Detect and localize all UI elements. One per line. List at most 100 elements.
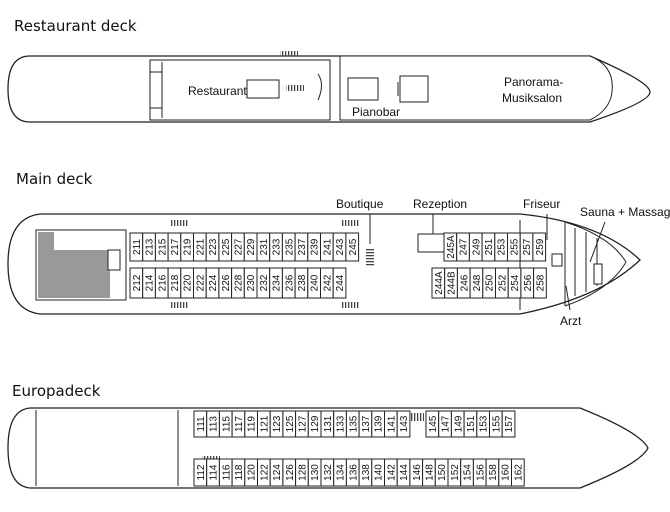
- cabin-number: 142: [386, 464, 397, 481]
- cabin-box: [511, 458, 525, 487]
- cabin-number: 242: [322, 274, 333, 291]
- cabin-number: 152: [450, 464, 461, 481]
- cabin-number: 119: [247, 416, 258, 432]
- cabin-number: 239: [310, 238, 321, 255]
- cabin-number: 145: [428, 415, 439, 432]
- cabin-box: [501, 410, 516, 438]
- pianobar-label: Pianobar: [352, 105, 400, 119]
- cabin-number: 155: [491, 415, 502, 432]
- main-deck-title: Main deck: [16, 170, 93, 188]
- cabin-number: 111: [196, 416, 207, 432]
- cabin-number: 254: [510, 274, 521, 291]
- cabin-number: 151: [466, 415, 477, 432]
- cabin-number: 129: [310, 415, 321, 432]
- cabin-number: 231: [259, 238, 270, 255]
- cabin-number: 214: [145, 274, 156, 291]
- cabin-number: 118: [234, 464, 245, 480]
- cabin-number: 220: [183, 274, 194, 291]
- cabin-number: 127: [297, 415, 308, 432]
- cabin-number: 157: [504, 415, 515, 432]
- cabin-number: 123: [272, 415, 283, 432]
- cabin-number: 131: [323, 415, 334, 432]
- cabin-number: 240: [310, 274, 321, 291]
- cabin-number: 228: [233, 274, 244, 291]
- arzt-label: Arzt: [560, 314, 582, 328]
- cabin-number: 160: [501, 464, 512, 481]
- cabin-box: [532, 232, 547, 262]
- cabin-number: 255: [509, 238, 520, 255]
- cabin-number: 116: [221, 464, 232, 480]
- cabin-number: 156: [475, 464, 486, 481]
- cabin-number: 140: [374, 464, 385, 481]
- restaurant-label: Restaurant: [188, 84, 247, 98]
- cabin-number: 147: [441, 415, 452, 432]
- cabin-number: 244A: [434, 271, 445, 295]
- cabin-number: 245A: [446, 235, 457, 259]
- cabin-number: 120: [247, 464, 258, 481]
- panorama-label-line1: Panorama-: [504, 75, 563, 89]
- cabin-number: 216: [157, 274, 168, 291]
- cabin-number: 227: [233, 238, 244, 255]
- cabin-number: 133: [336, 415, 347, 432]
- cabin-number: 241: [322, 238, 333, 255]
- cabin-number: 237: [297, 238, 308, 255]
- cabin-number: 136: [348, 464, 359, 481]
- cabin-number: 236: [284, 274, 295, 291]
- cabin-number: 224: [208, 274, 219, 291]
- cabin-number: 122: [259, 464, 270, 481]
- rezeption-label: Rezeption: [413, 197, 467, 211]
- cabin-number: 230: [246, 274, 257, 291]
- restaurant-deck-title: Restaurant deck: [14, 17, 137, 35]
- cabin-number: 232: [259, 274, 270, 291]
- cabin-number: 253: [497, 238, 508, 255]
- cabin-number: 134: [336, 464, 347, 481]
- cabin-number: 256: [523, 274, 534, 291]
- cabin-number: 146: [412, 464, 423, 481]
- cabin-number: 249: [471, 238, 482, 255]
- cabin-number: 257: [522, 238, 533, 255]
- cabin-number: 150: [437, 464, 448, 481]
- cabin-number: 217: [170, 238, 181, 255]
- cabin-number: 234: [272, 274, 283, 291]
- cabin-number: 124: [272, 464, 283, 481]
- cabin-box: [396, 410, 411, 438]
- cabin-number: 243: [335, 238, 346, 255]
- panorama-label-line2: Musiksalon: [502, 91, 562, 105]
- cabin-number: 126: [285, 464, 296, 481]
- cabin-number: 112: [196, 464, 207, 480]
- cabin-number: 154: [463, 464, 474, 481]
- cabin-number: 141: [386, 415, 397, 432]
- cabin-number: 213: [145, 238, 156, 255]
- cabin-number: 211: [132, 239, 143, 255]
- friseur-label: Friseur: [523, 197, 560, 211]
- cabin-number: 153: [479, 415, 490, 432]
- cabin-number: 235: [284, 238, 295, 255]
- cabin-number: 218: [170, 274, 181, 291]
- cabin-number: 139: [374, 415, 385, 432]
- stair-grille: [280, 51, 304, 91]
- cabin-number: 148: [424, 464, 435, 481]
- cabin-number: 246: [459, 274, 470, 291]
- cabin-number: 219: [183, 238, 194, 255]
- cabin-number: 158: [488, 464, 499, 481]
- cabin-number: 252: [497, 274, 508, 291]
- cabin-number: 117: [234, 416, 245, 432]
- cabin-number: 259: [535, 238, 546, 255]
- cabin-number: 215: [157, 238, 168, 255]
- cabin-number: 244B: [447, 271, 458, 295]
- cabin-number: 222: [195, 274, 206, 291]
- cabin-number: 233: [272, 238, 283, 255]
- cabin-number: 125: [285, 415, 296, 432]
- cabin-number: 247: [459, 238, 470, 255]
- cabin-number: 258: [535, 274, 546, 291]
- cabin-number: 115: [221, 416, 232, 432]
- cabin-number: 248: [472, 274, 483, 291]
- cabin-number: 250: [485, 274, 496, 291]
- cabin-box: [332, 267, 347, 299]
- cabin-number: 113: [209, 416, 220, 432]
- cabin-number: 225: [221, 238, 232, 255]
